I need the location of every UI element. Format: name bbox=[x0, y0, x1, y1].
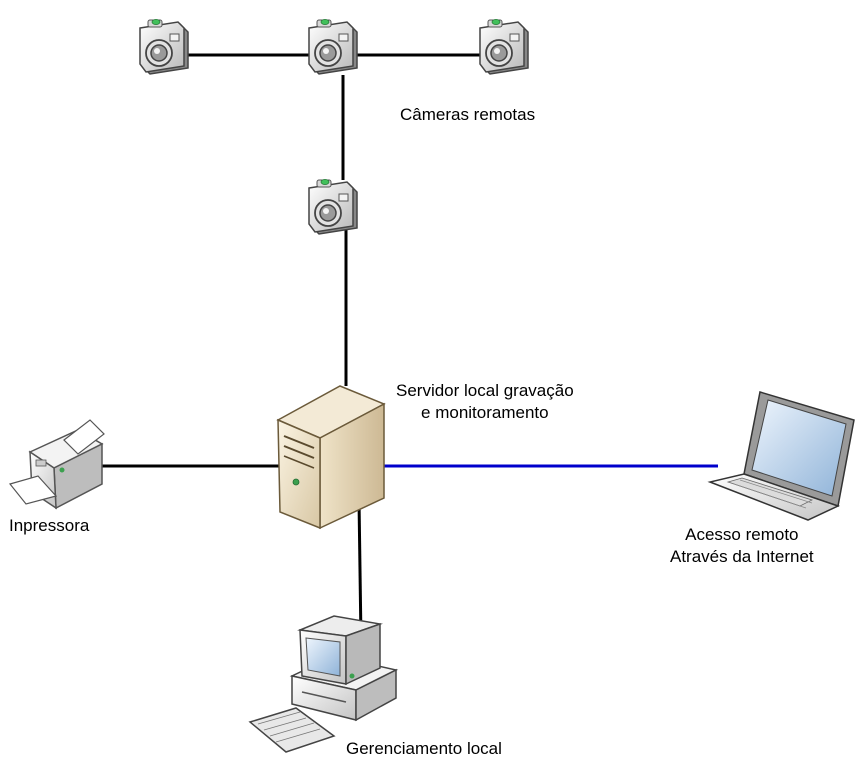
cameras-label: Câmeras remotas bbox=[400, 105, 536, 124]
server-tower-icon bbox=[276, 385, 386, 530]
camera-icon bbox=[479, 18, 529, 75]
camera-icon bbox=[308, 18, 358, 75]
camera-icon bbox=[139, 18, 189, 75]
remote-access-line1: Acesso remoto bbox=[685, 525, 799, 544]
remote-access-label: Acesso remoto Através da Internet bbox=[670, 524, 814, 568]
camera-icon bbox=[308, 178, 358, 235]
server-label-line1: Servidor local gravação bbox=[396, 381, 574, 400]
keyboard-icon bbox=[248, 707, 336, 753]
connections bbox=[100, 53, 718, 641]
local-management-label: Gerenciamento local bbox=[346, 739, 502, 758]
printer-icon bbox=[8, 419, 105, 510]
server-label-line2: e monitoramento bbox=[421, 403, 549, 422]
laptop-icon bbox=[707, 391, 855, 521]
server-label: Servidor local gravação e monitoramento bbox=[396, 380, 574, 424]
printer-label: Inpressora bbox=[9, 516, 90, 535]
link-server-local bbox=[357, 499, 363, 641]
remote-access-line2: Através da Internet bbox=[670, 547, 814, 566]
desktop-computer-icon bbox=[289, 615, 399, 722]
